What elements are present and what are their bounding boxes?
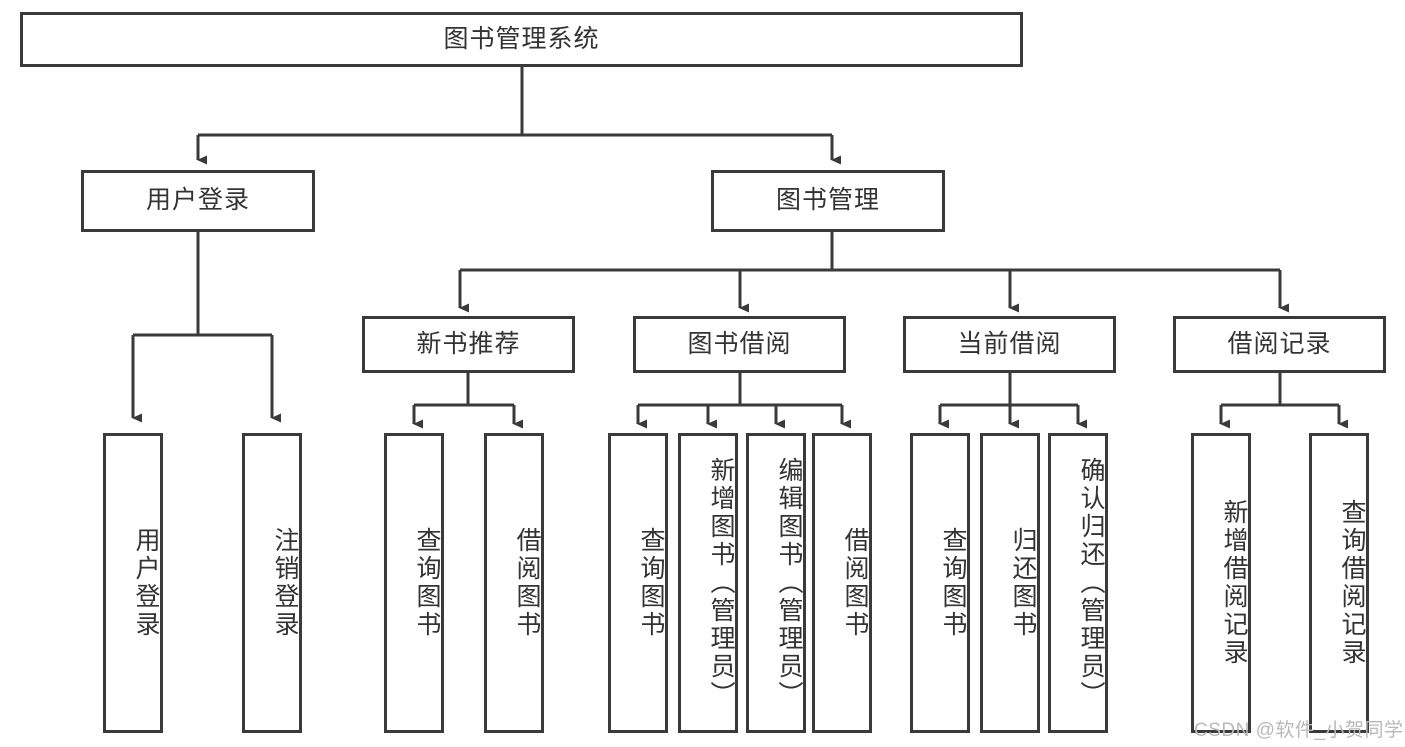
node-new-book-recommend[interactable]: 新书推荐	[362, 316, 575, 373]
book-management-to-level3-connectors	[458, 232, 1289, 313]
node-borrow-record[interactable]: 借阅记录	[1173, 316, 1386, 373]
node-leaf-query-book-3[interactable]: 查询图书	[910, 433, 970, 733]
node-leaf-return-book[interactable]: 归还图书	[980, 433, 1040, 733]
node-leaf-add-book[interactable]: 新增图书（管理员）	[678, 433, 738, 733]
node-label: 查询借阅记录	[1338, 499, 1366, 667]
node-leaf-borrow-book-2[interactable]: 借阅图书	[812, 433, 872, 733]
node-user-login[interactable]: 用户登录	[81, 170, 315, 232]
node-label: 查询图书	[939, 527, 967, 639]
csdn-watermark: CSDN @软件_小贺同学	[1194, 715, 1403, 742]
node-current-borrow[interactable]: 当前借阅	[903, 316, 1116, 373]
node-label: 新书推荐	[416, 329, 521, 358]
node-label: 归还图书	[1009, 527, 1037, 639]
node-label: 确认归还（管理员）	[1077, 457, 1105, 709]
node-book-management[interactable]: 图书管理	[711, 170, 945, 232]
node-leaf-borrow-book-1[interactable]: 借阅图书	[484, 433, 544, 733]
node-label: 新增图书（管理员）	[707, 457, 735, 709]
watermark-text: CSDN @软件_小贺同学	[1194, 720, 1404, 741]
node-leaf-query-book-2[interactable]: 查询图书	[608, 433, 668, 733]
node-label: 新增借阅记录	[1220, 499, 1248, 667]
node-leaf-query-book-1[interactable]: 查询图书	[384, 433, 444, 733]
node-book-management-system[interactable]: 图书管理系统	[20, 12, 1023, 67]
node-leaf-logout[interactable]: 注销登录	[242, 433, 302, 733]
node-label: 借阅图书	[841, 527, 869, 639]
node-label: 借阅图书	[513, 527, 541, 639]
node-label: 用户登录	[132, 527, 160, 639]
node-label: 当前借阅	[957, 329, 1062, 358]
node-label: 借阅记录	[1227, 329, 1332, 358]
root-to-level2-connectors	[196, 67, 841, 165]
node-label: 用户登录	[145, 186, 250, 215]
node-leaf-edit-book[interactable]: 编辑图书（管理员）	[746, 433, 806, 733]
node-label: 注销登录	[271, 527, 299, 639]
book-borrow-to-leaves-connectors	[636, 373, 851, 429]
new-book-recommend-to-leaves-connectors	[412, 373, 523, 429]
node-label: 查询图书	[413, 527, 441, 639]
user-login-to-leaves-connectors	[131, 232, 281, 423]
node-book-borrow[interactable]: 图书借阅	[633, 316, 846, 373]
node-leaf-add-record[interactable]: 新增借阅记录	[1191, 433, 1251, 733]
node-label: 图书借阅	[687, 329, 792, 358]
node-leaf-query-record[interactable]: 查询借阅记录	[1309, 433, 1369, 733]
node-leaf-user-login[interactable]: 用户登录	[103, 433, 163, 733]
node-label: 编辑图书（管理员）	[775, 457, 803, 709]
current-borrow-to-leaves-connectors	[938, 373, 1087, 429]
node-label: 查询图书	[637, 527, 665, 639]
node-label: 图书管理系统	[443, 24, 600, 53]
node-label: 图书管理	[775, 186, 880, 215]
borrow-record-to-leaves-connectors	[1219, 373, 1348, 429]
node-leaf-confirm-return[interactable]: 确认归还（管理员）	[1048, 433, 1108, 733]
